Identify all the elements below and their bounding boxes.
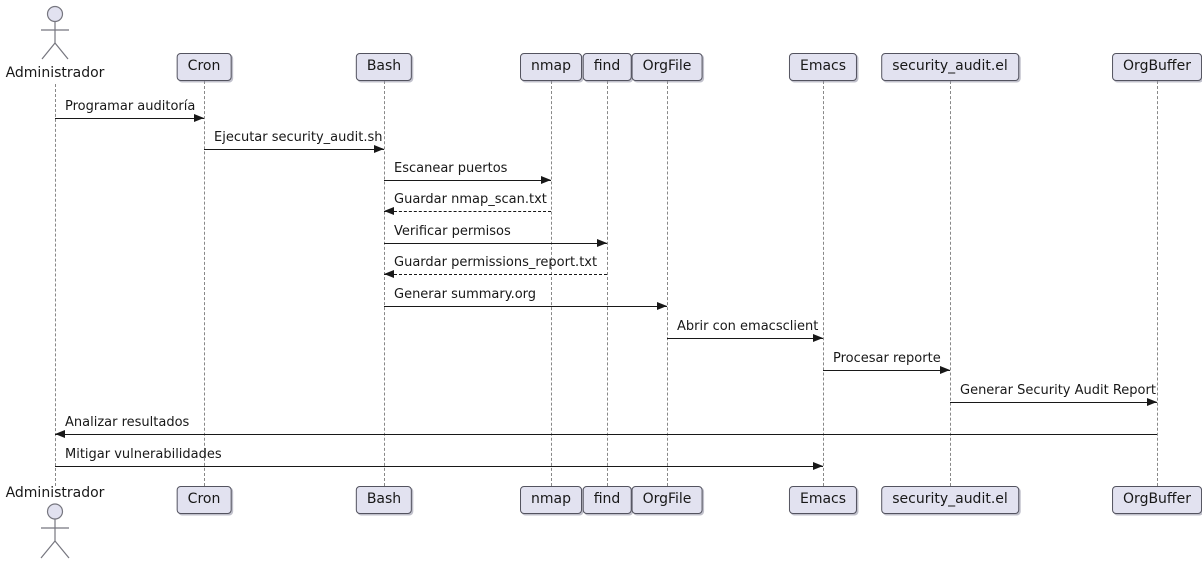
participant-bottom-emacs: Emacs [788,486,858,514]
arrowhead-icon [194,114,204,122]
participant-top-security-audit-el: security_audit.el [881,53,1019,81]
message-line-guardar-nmap-scan-txt [384,211,551,212]
participant-bottom-orgfile: OrgFile [631,486,703,514]
message-label-mitigar-vulnerabilidades: Mitigar vulnerabilidades [65,447,222,462]
arrowhead-icon [1147,398,1157,406]
participant-top-orgbuffer: OrgBuffer [1112,53,1202,81]
actor-figure-top [41,5,69,60]
message-label-verificar-permisos: Verificar permisos [394,224,511,239]
participant-top-find: find [582,53,632,81]
actor-figure-bottom [40,503,70,559]
participant-bottom-find: find [582,486,632,514]
message-line-verificar-permisos [384,243,607,244]
message-label-guardar-nmap-scan-txt: Guardar nmap_scan.txt [394,192,547,207]
actor-label-bottom: Administrador [5,485,105,501]
lifeline-find [607,81,608,486]
message-label-ejecutar-security-audit-sh: Ejecutar security_audit.sh [214,130,383,145]
lifeline-orgbuffer [1157,81,1158,486]
arrowhead-icon [597,239,607,247]
lifeline-nmap [551,81,552,486]
message-line-abrir-con-emacsclient [667,338,823,339]
message-label-abrir-con-emacsclient: Abrir con emacsclient [677,319,819,334]
lifeline-cron [204,81,205,486]
participant-top-orgfile: OrgFile [631,53,703,81]
message-line-generar-summary-org [384,306,667,307]
message-label-guardar-permissions-report-txt: Guardar permissions_report.txt [394,255,598,270]
participant-top-bash: Bash [355,53,413,81]
lifeline-security-audit-el [950,81,951,486]
participant-bottom-nmap: nmap [520,486,582,514]
message-line-programar-auditor-a [55,118,204,119]
participant-bottom-security-audit-el: security_audit.el [881,486,1019,514]
arrowhead-icon [541,176,551,184]
message-line-escanear-puertos [384,180,551,181]
participant-bottom-orgbuffer: OrgBuffer [1112,486,1202,514]
participant-top-cron: Cron [176,53,232,81]
lifeline-bash [384,81,385,486]
arrowhead-icon [813,334,823,342]
arrowhead-icon [55,430,65,438]
lifeline-administrador [55,84,56,486]
arrowhead-icon [813,462,823,470]
arrowhead-icon [657,302,667,310]
message-line-procesar-reporte [823,370,950,371]
participant-top-emacs: Emacs [788,53,858,81]
arrowhead-icon [940,366,950,374]
message-line-analizar-resultados [55,434,1157,435]
arrowhead-icon [384,270,394,278]
message-label-analizar-resultados: Analizar resultados [65,415,190,430]
message-label-generar-summary-org: Generar summary.org [394,287,537,302]
message-label-generar-security-audit-report: Generar Security Audit Report [960,383,1156,398]
participant-bottom-cron: Cron [176,486,232,514]
message-line-generar-security-audit-report [950,402,1157,403]
arrowhead-icon [384,207,394,215]
actor-label-top: Administrador [5,65,105,81]
lifeline-emacs [823,81,824,486]
message-label-procesar-reporte: Procesar reporte [833,351,941,366]
message-label-escanear-puertos: Escanear puertos [394,161,508,176]
participant-top-nmap: nmap [520,53,582,81]
message-line-ejecutar-security-audit-sh [204,149,384,150]
lifeline-orgfile [667,81,668,486]
participant-bottom-bash: Bash [355,486,413,514]
message-line-mitigar-vulnerabilidades [55,466,823,467]
message-label-programar-auditor-a: Programar auditoría [65,99,196,114]
arrowhead-icon [374,145,384,153]
message-line-guardar-permissions-report-txt [384,274,607,275]
